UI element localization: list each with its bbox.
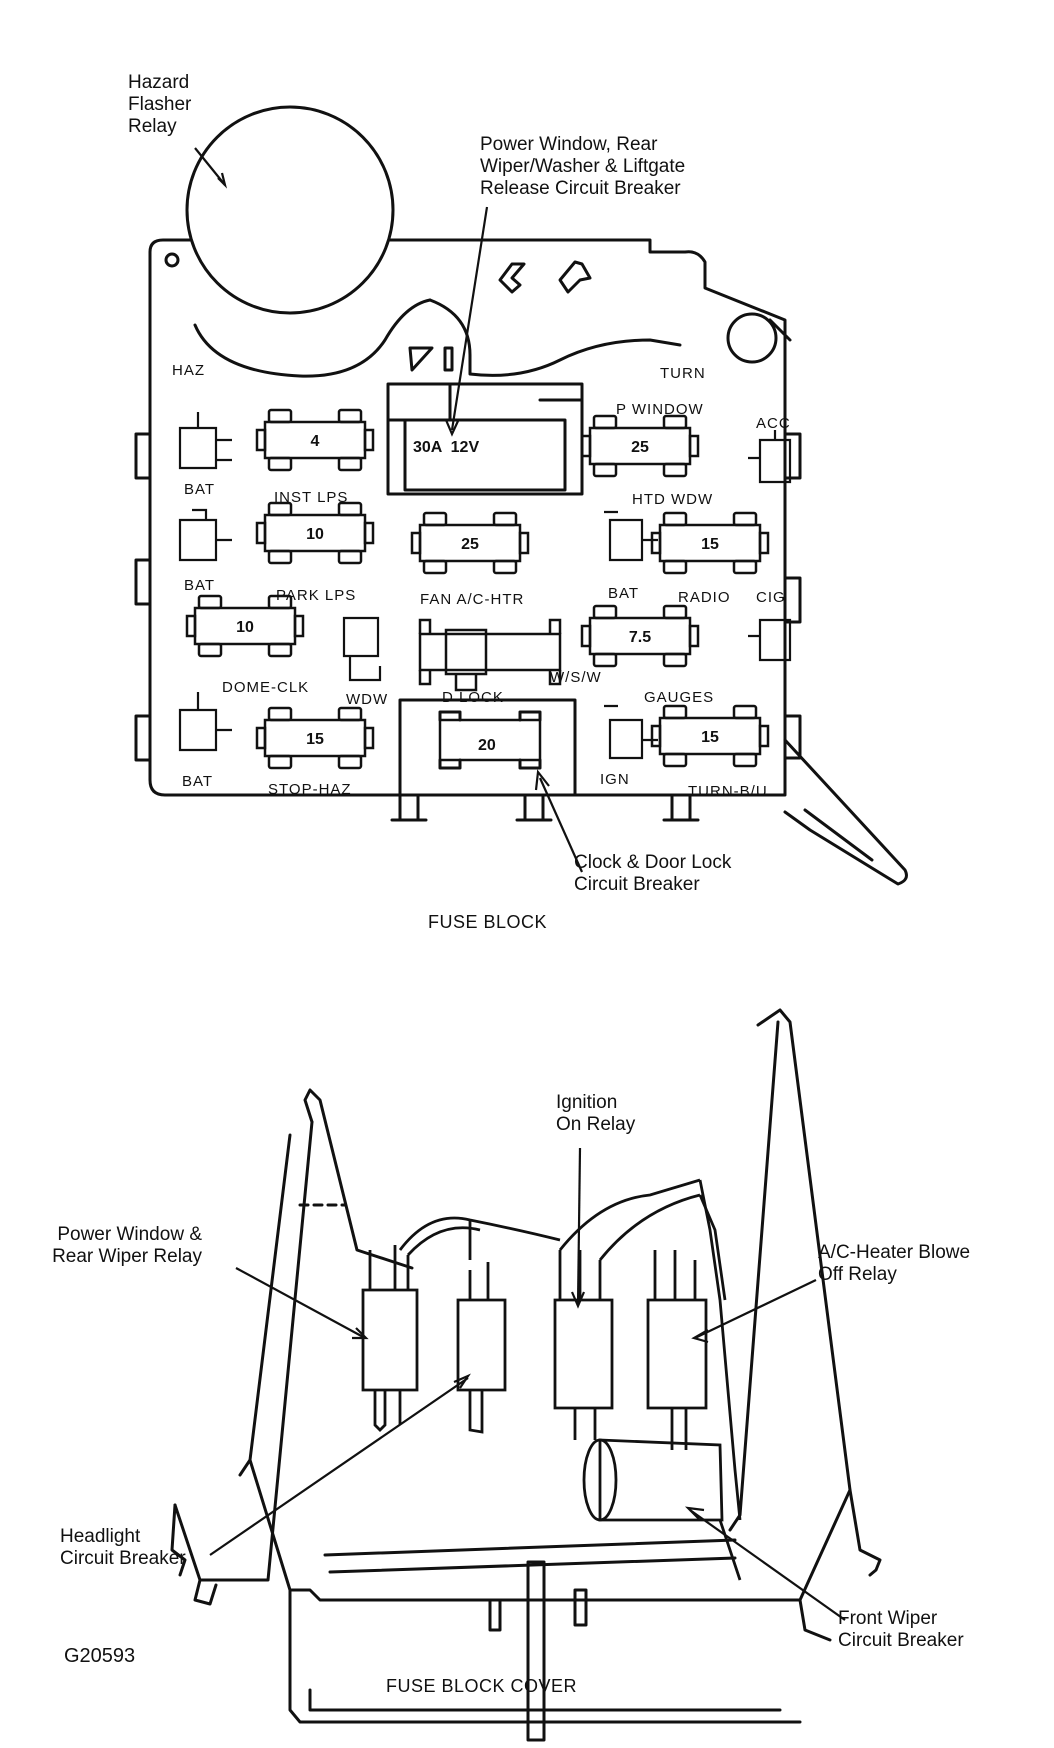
wsw-breaker [418,618,562,692]
fuse-value: 15 [701,536,719,553]
fuse-block-cover-frame [170,1008,882,1742]
label-acc: ACC [756,415,791,432]
caption-fuse-block: FUSE BLOCK [428,912,548,932]
fuse-value: 4 [311,433,320,450]
fuse-block-callout-lines [194,147,584,873]
label-p-window: P WINDOW [616,401,704,418]
callout-text: Headlight Circuit Breaker [60,1526,186,1569]
callout-ignition-on-relay: Ignition On Relay [556,1092,635,1136]
fuse-value: 15 [306,731,324,748]
label-dome-clk: DOME-CLK [222,679,309,696]
label-inst-lps: INST LPS [274,489,348,506]
callout-text: Hazard Flasher Relay [128,72,192,137]
label-bat-2: BAT [184,577,215,594]
fuse-block-body [134,238,908,886]
callout-front-wiper-circuit-breaker: Front Wiper Circuit Breaker [838,1608,964,1652]
fuse-gauges: 7.5 [580,604,700,668]
fuse-value: 10 [236,619,254,636]
label-fan-ac-htr: FAN A/C-HTR [420,591,524,608]
label-htd-wdw: HTD WDW [632,491,713,508]
fuse-value: 15 [701,729,719,746]
cover-callout-lines [209,1147,846,1621]
label-radio: RADIO [678,589,731,606]
callout-text: Clock & Door Lock Circuit Breaker [574,852,732,895]
callout-text: Power Window, Rear Wiper/Washer & Liftga… [480,134,686,199]
callout-text: Front Wiper Circuit Breaker [838,1608,964,1651]
label-wdw: WDW [346,691,388,708]
label-bat-4: BAT [182,773,213,790]
fuse-value: 25 [461,536,479,553]
callout-hazard-flasher-relay: Hazard Flasher Relay [128,72,191,138]
callout-text: A/C-Heater Blowe Off Relay [818,1242,971,1285]
figure-id: G20593 [64,1645,136,1667]
label-park-lps: PARK LPS [276,587,356,604]
cover-relays [361,1178,742,1581]
bat-connectors [178,412,792,760]
callout-power-window-relay: Power Window & Rear Wiper Relay [52,1224,202,1268]
fuse-value: 7.5 [629,629,651,646]
callout-text: Ignition On Relay [556,1092,636,1135]
callout-clock-door-lock-breaker: Clock & Door Lock Circuit Breaker [574,852,731,896]
clock-door-lock-breaker-housing [398,698,577,797]
fuse-stop-haz: 15 [255,706,375,770]
label-turn: TURN [660,365,706,382]
label-cig: CIG [756,589,786,606]
label-stop-haz: STOP-HAZ [268,781,352,798]
fuse-dome-clk: 10 [185,594,305,658]
hazard-flasher-relay [185,105,395,315]
fuse-value: 25 [631,439,649,456]
label-gauges: GAUGES [644,689,714,706]
label-bat-1: BAT [184,481,215,498]
fuse-p-window: 25 [580,414,700,478]
breaker-30a-value: 30A 12V [413,439,479,456]
fuse-block-small-labels: HAZ TURN P WINDOW ACC BAT INST LPS HTD W… [172,362,791,800]
fuse-inst-lps: 4 [255,408,375,472]
label-ign: IGN [600,771,630,788]
fuse-turn-bu: 15 [650,704,770,768]
callout-text: Power Window & Rear Wiper Relay [52,1224,202,1267]
label-d-lock: D LOCK [442,689,504,706]
fuse-park-lps: 10 [255,501,375,565]
label-wsw: W/S/W [550,669,602,686]
fuse-clock-door-lock-value: 20 [478,737,496,754]
caption-fuse-block-cover: FUSE BLOCK COVER [386,1676,578,1696]
callout-ac-heater-blower-relay: A/C-Heater Blowe Off Relay [818,1242,970,1286]
callout-power-window-circuit-breaker: Power Window, Rear Wiper/Washer & Liftga… [480,134,685,200]
fuse-radio: 15 [650,511,770,575]
label-haz: HAZ [172,362,205,379]
label-turn-bu: TURN-B/U [688,783,768,800]
fuse-value: 10 [306,526,324,543]
callout-headlight-circuit-breaker: Headlight Circuit Breaker [60,1526,186,1570]
label-bat-3: BAT [608,585,639,602]
fuse-fan-ac-htr: 25 [410,511,530,575]
